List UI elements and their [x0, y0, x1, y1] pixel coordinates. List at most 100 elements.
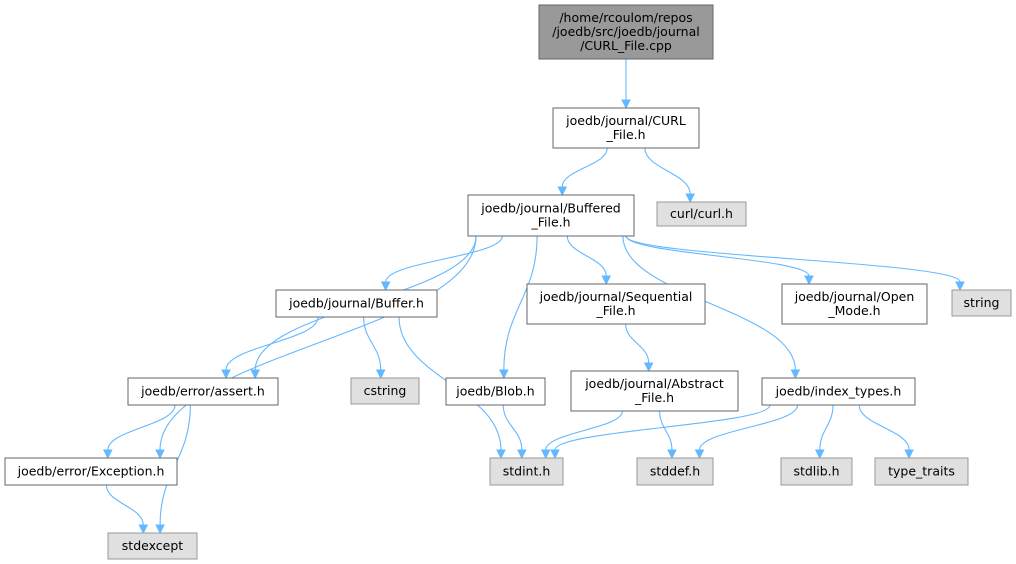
edge-buffered-to-blob: [503, 235, 538, 371]
edge-arrowhead: [557, 186, 568, 197]
node-label: joedb/journal/Buffer.h: [288, 296, 424, 311]
node-label: _File.h: [634, 390, 674, 405]
edge-arrowhead: [517, 449, 527, 460]
node-box: [570, 370, 739, 412]
node-label: curl/curl.h: [670, 206, 733, 221]
node-box: [874, 457, 969, 486]
node-box: [275, 289, 438, 318]
node-root[interactable]: /home/rcoulom/repos/joedb/src/joedb/jour…: [538, 4, 714, 60]
edge-abstract-to-stddef: [659, 410, 673, 451]
node-label: joedb/index_types.h: [775, 384, 902, 399]
node-label: joedb/journal/CURL: [565, 113, 686, 128]
edge-arrowhead: [250, 369, 261, 380]
node-label: joedb/journal/Open: [794, 289, 915, 304]
node-exception[interactable]: joedb/error/Exception.h: [4, 457, 178, 486]
edge-buffer-to-cstring: [363, 316, 382, 371]
edge-arrowhead: [667, 449, 677, 460]
node-curl-file[interactable]: joedb/journal/CURL_File.h: [552, 107, 700, 149]
edge-assert-to-exception: [107, 404, 176, 451]
node-box: [107, 532, 198, 560]
edge-arrowhead: [138, 524, 149, 535]
edge-arrowhead: [496, 449, 506, 460]
node-cstring[interactable]: cstring: [350, 377, 420, 405]
node-curl-h[interactable]: curl/curl.h: [656, 201, 747, 227]
node-stddef[interactable]: stddef.h: [636, 457, 714, 486]
node-label: type_traits: [888, 464, 955, 479]
node-box: [127, 377, 279, 406]
edge-arrowhead: [685, 193, 695, 204]
edge-blob-to-stdint: [502, 404, 523, 451]
node-label: joedb/journal/Abstract: [584, 376, 724, 391]
node-box: [552, 107, 700, 149]
node-box: [489, 457, 564, 486]
node-label: cstring: [364, 383, 407, 398]
node-box: [538, 4, 714, 60]
edge-arrowhead: [955, 281, 965, 292]
edge-buffered-to-buffer: [385, 235, 503, 283]
node-box: [951, 289, 1012, 317]
node-index-types[interactable]: joedb/index_types.h: [761, 377, 916, 406]
node-box: [467, 194, 635, 237]
edge-arrowhead: [694, 449, 705, 460]
edge-arrowhead: [375, 369, 386, 380]
node-label: _Mode.h: [827, 303, 880, 318]
edges-layer: [102, 59, 965, 535]
nodes-layer: /home/rcoulom/repos/joedb/src/joedb/jour…: [4, 4, 1012, 560]
node-box: [445, 377, 546, 406]
node-string[interactable]: string: [951, 289, 1012, 317]
node-open-mode[interactable]: joedb/journal/Open_Mode.h: [781, 283, 928, 325]
node-label: /home/rcoulom/repos: [559, 10, 692, 25]
node-label: joedb/Blob.h: [455, 384, 534, 399]
node-label: stddef.h: [650, 464, 700, 479]
node-label: string: [964, 295, 1000, 310]
node-label: joedb/journal/Buffered: [480, 201, 620, 216]
node-box: [761, 377, 916, 406]
node-stdint[interactable]: stdint.h: [489, 457, 564, 486]
node-label: joedb/error/Exception.h: [17, 464, 165, 479]
edge-arrowhead: [102, 449, 113, 460]
node-label: _File.h: [605, 127, 645, 142]
edge-buffered-to-index_types: [622, 235, 796, 371]
edge-arrowhead: [499, 369, 509, 380]
node-type-traits[interactable]: type_traits: [874, 457, 969, 486]
node-abstract[interactable]: joedb/journal/Abstract_File.h: [570, 370, 739, 412]
edge-curl_file-to-buffered: [561, 147, 608, 188]
edge-sequential-to-abstract: [625, 323, 650, 364]
node-label: joedb/journal/Sequential: [539, 289, 693, 304]
node-stdexcept[interactable]: stdexcept: [107, 532, 198, 560]
node-buffer[interactable]: joedb/journal/Buffer.h: [275, 289, 438, 318]
node-assert[interactable]: joedb/error/assert.h: [127, 377, 279, 406]
edge-index_types-to-stddef: [698, 404, 799, 451]
node-label: _File.h: [530, 215, 570, 230]
node-box: [636, 457, 714, 486]
node-label: /CURL_File.cpp: [580, 38, 672, 53]
edge-arrowhead: [804, 275, 814, 286]
node-box: [781, 283, 928, 325]
node-buffered[interactable]: joedb/journal/Buffered_File.h: [467, 194, 635, 237]
node-label: stdexcept: [122, 538, 183, 553]
node-blob[interactable]: joedb/Blob.h: [445, 377, 546, 406]
node-label: joedb/error/assert.h: [140, 384, 265, 399]
edge-index_types-to-stdint: [554, 404, 771, 451]
node-label: stdlib.h: [793, 464, 839, 479]
edge-arrowhead: [155, 449, 165, 460]
node-box: [656, 201, 747, 227]
edge-arrowhead: [814, 449, 825, 460]
edge-arrowhead: [540, 449, 551, 460]
edge-buffer-to-assert: [225, 316, 319, 371]
node-box: [780, 457, 853, 486]
node-box: [4, 457, 178, 486]
edge-arrowhead: [790, 369, 801, 380]
edge-exception-to-stdexcept: [105, 484, 144, 526]
edge-index_types-to-stdlib: [819, 404, 834, 451]
edge-index_types-to-type_traits: [858, 404, 910, 451]
edge-curl_file-to-curl_h: [644, 147, 691, 195]
node-box: [526, 283, 706, 325]
node-label: /joedb/src/joedb/journal: [552, 24, 699, 39]
edge-arrowhead: [550, 449, 560, 460]
edge-arrowhead: [904, 449, 914, 460]
edge-arrowhead: [221, 369, 231, 380]
node-sequential[interactable]: joedb/journal/Sequential_File.h: [526, 283, 706, 325]
node-stdlib[interactable]: stdlib.h: [780, 457, 853, 486]
